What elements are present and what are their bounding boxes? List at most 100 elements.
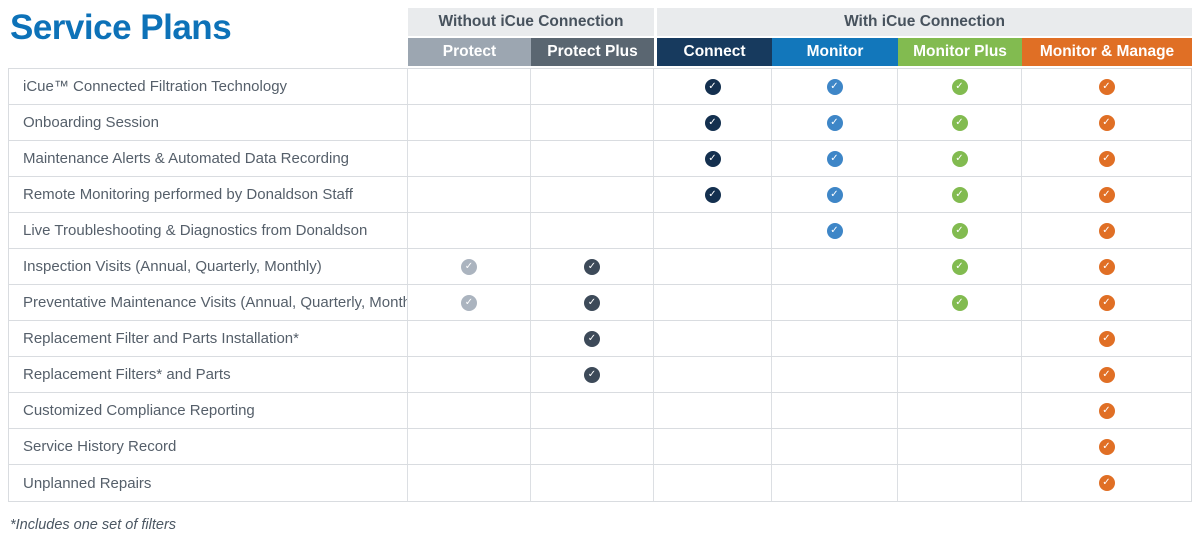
- cell-monitor-plus: ✓: [898, 213, 1022, 248]
- checkmark-icon: ✓: [461, 258, 477, 275]
- cell-protect: [408, 213, 531, 248]
- cell-protect-plus: [531, 105, 654, 140]
- checkmark-icon: ✓: [704, 78, 721, 95]
- checkmark-icon: ✓: [826, 150, 843, 167]
- cell-connect: ✓: [654, 105, 772, 140]
- table-row: Inspection Visits (Annual, Quarterly, Mo…: [9, 249, 1191, 285]
- cell-protect-plus: [531, 393, 654, 428]
- cell-monitor: [772, 285, 898, 320]
- checkmark-icon: ✓: [826, 222, 843, 239]
- cell-monitor-manage: ✓: [1022, 105, 1191, 140]
- plan-header-connect: Connect: [654, 38, 772, 66]
- cell-monitor-manage: ✓: [1022, 357, 1191, 392]
- cell-monitor-manage: ✓: [1022, 393, 1191, 428]
- checkmark-icon: ✓: [951, 114, 968, 131]
- checkmark-icon: ✓: [1098, 438, 1115, 455]
- table-row: iCue™ Connected Filtration Technology✓✓✓…: [9, 69, 1191, 105]
- checkmark-icon: ✓: [1098, 222, 1115, 239]
- cell-monitor-manage: ✓: [1022, 285, 1191, 320]
- cell-monitor: ✓: [772, 105, 898, 140]
- page-title: Service Plans: [10, 8, 232, 47]
- group-header-without-icue: Without iCue Connection: [408, 8, 654, 36]
- table-row: Maintenance Alerts & Automated Data Reco…: [9, 141, 1191, 177]
- feature-label: Remote Monitoring performed by Donaldson…: [9, 177, 408, 212]
- cell-protect-plus: [531, 213, 654, 248]
- checkmark-icon: ✓: [704, 114, 721, 131]
- cell-monitor: [772, 429, 898, 464]
- plan-header-protect: Protect: [408, 38, 531, 66]
- cell-connect: [654, 285, 772, 320]
- cell-connect: [654, 393, 772, 428]
- cell-monitor-plus: [898, 393, 1022, 428]
- cell-monitor-plus: ✓: [898, 249, 1022, 284]
- cell-protect: [408, 141, 531, 176]
- feature-label: Maintenance Alerts & Automated Data Reco…: [9, 141, 408, 176]
- checkmark-icon: ✓: [826, 78, 843, 95]
- cell-monitor-manage: ✓: [1022, 177, 1191, 212]
- table-row: Replacement Filter and Parts Installatio…: [9, 321, 1191, 357]
- cell-connect: ✓: [654, 69, 772, 104]
- cell-protect-plus: [531, 465, 654, 501]
- cell-monitor-manage: ✓: [1022, 465, 1191, 501]
- feature-label: Replacement Filter and Parts Installatio…: [9, 321, 408, 356]
- cell-monitor: [772, 321, 898, 356]
- checkmark-icon: ✓: [951, 78, 968, 95]
- cell-monitor: [772, 465, 898, 501]
- cell-monitor-plus: ✓: [898, 105, 1022, 140]
- table-row: Customized Compliance Reporting ✓: [9, 393, 1191, 429]
- cell-connect: ✓: [654, 177, 772, 212]
- cell-monitor-manage: ✓: [1022, 213, 1191, 248]
- cell-protect: ✓: [408, 249, 531, 284]
- cell-protect-plus: ✓: [531, 249, 654, 284]
- feature-label: Service History Record: [9, 429, 408, 464]
- cell-protect: [408, 69, 531, 104]
- cell-protect-plus: ✓: [531, 321, 654, 356]
- plan-header-monitor-plus: Monitor Plus: [898, 38, 1022, 66]
- plan-group-header-row: Without iCue Connection With iCue Connec…: [8, 8, 1192, 36]
- checkmark-icon: ✓: [584, 294, 600, 311]
- cell-monitor-plus: ✓: [898, 177, 1022, 212]
- cell-protect-plus: [531, 141, 654, 176]
- cell-monitor-manage: ✓: [1022, 429, 1191, 464]
- cell-connect: [654, 249, 772, 284]
- checkmark-icon: ✓: [951, 258, 968, 275]
- cell-protect-plus: ✓: [531, 285, 654, 320]
- checkmark-icon: ✓: [951, 186, 968, 203]
- checkmark-icon: ✓: [826, 114, 843, 131]
- table-row: Service History Record ✓: [9, 429, 1191, 465]
- cell-connect: ✓: [654, 141, 772, 176]
- cell-monitor-plus: [898, 465, 1022, 501]
- cell-protect: [408, 321, 531, 356]
- feature-label: Onboarding Session: [9, 105, 408, 140]
- checkmark-icon: ✓: [1098, 366, 1115, 383]
- cell-protect-plus: ✓: [531, 357, 654, 392]
- cell-monitor-manage: ✓: [1022, 321, 1191, 356]
- table-row: Remote Monitoring performed by Donaldson…: [9, 177, 1191, 213]
- checkmark-icon: ✓: [951, 222, 968, 239]
- cell-monitor: [772, 249, 898, 284]
- footnote: *Includes one set of filters: [10, 517, 177, 533]
- cell-monitor-manage: ✓: [1022, 249, 1191, 284]
- cell-protect: [408, 357, 531, 392]
- cell-monitor-manage: ✓: [1022, 141, 1191, 176]
- checkmark-icon: ✓: [584, 330, 600, 347]
- cell-monitor: ✓: [772, 69, 898, 104]
- cell-monitor-plus: [898, 321, 1022, 356]
- plan-header-monitor: Monitor: [772, 38, 898, 66]
- cell-connect: [654, 357, 772, 392]
- header-spacer: [8, 8, 408, 36]
- plan-header-monitor-manage: Monitor & Manage: [1022, 38, 1192, 66]
- cell-monitor-plus: ✓: [898, 285, 1022, 320]
- table-row: Live Troubleshooting & Diagnostics from …: [9, 213, 1191, 249]
- checkmark-icon: ✓: [1098, 114, 1115, 131]
- cell-protect: [408, 393, 531, 428]
- cell-connect: [654, 465, 772, 501]
- feature-label: Customized Compliance Reporting: [9, 393, 408, 428]
- cell-protect-plus: [531, 69, 654, 104]
- service-plans-table: Without iCue Connection With iCue Connec…: [8, 8, 1192, 502]
- cell-protect: ✓: [408, 285, 531, 320]
- cell-protect: [408, 429, 531, 464]
- plan-header-protect-plus: Protect Plus: [531, 38, 654, 66]
- checkmark-icon: ✓: [1098, 258, 1115, 275]
